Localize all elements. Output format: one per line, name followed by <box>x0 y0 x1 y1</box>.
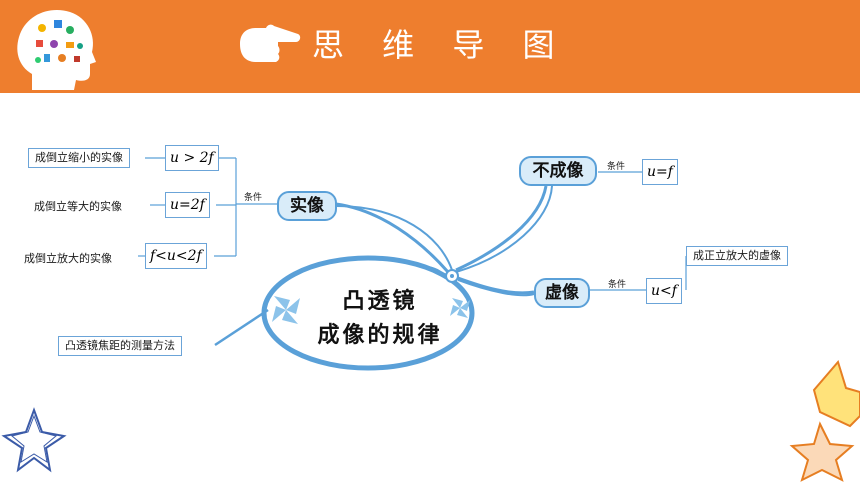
focal-length-method: 凸透镜焦距的测量方法 <box>58 336 182 356</box>
head-icon <box>17 10 96 90</box>
no-image-node: 不成像 <box>519 156 597 186</box>
star-decoration-left <box>1 407 67 473</box>
center-topic-line2: 成像的规律 <box>317 322 443 348</box>
real-image-case-2: 成倒立等大的实像 <box>34 200 122 213</box>
virtual-image-condition-label: 条件 <box>608 280 627 290</box>
center-topic-line1: 凸透镜 <box>342 288 418 314</box>
real-image-case-3: 成倒立放大的实像 <box>24 252 112 265</box>
condition-f-less-u-less-2f: f<u<2f <box>145 243 207 269</box>
pointing-hand-icon <box>240 24 301 62</box>
condition-u-equals-2f: u=2f <box>165 192 210 218</box>
center-topic: 凸透镜 成像的规律 <box>290 284 470 352</box>
header-bar: 思 维 导 图 <box>0 0 860 93</box>
real-image-node: 实像 <box>277 191 337 221</box>
no-image-condition-label: 条件 <box>607 162 626 172</box>
condition-u-equals-f: u=f <box>642 159 678 185</box>
virtual-image-case: 成正立放大的虚像 <box>686 246 788 266</box>
real-image-condition-label: 条件 <box>244 193 263 203</box>
condition-u-less-f: u<f <box>646 278 682 304</box>
page-title: 思 维 导 图 <box>312 26 569 64</box>
real-image-case-1: 成倒立缩小的实像 <box>28 148 130 168</box>
virtual-image-node: 虚像 <box>534 278 590 308</box>
condition-u-greater-2f: u > 2f <box>165 145 219 171</box>
star-decoration-right <box>789 359 860 482</box>
